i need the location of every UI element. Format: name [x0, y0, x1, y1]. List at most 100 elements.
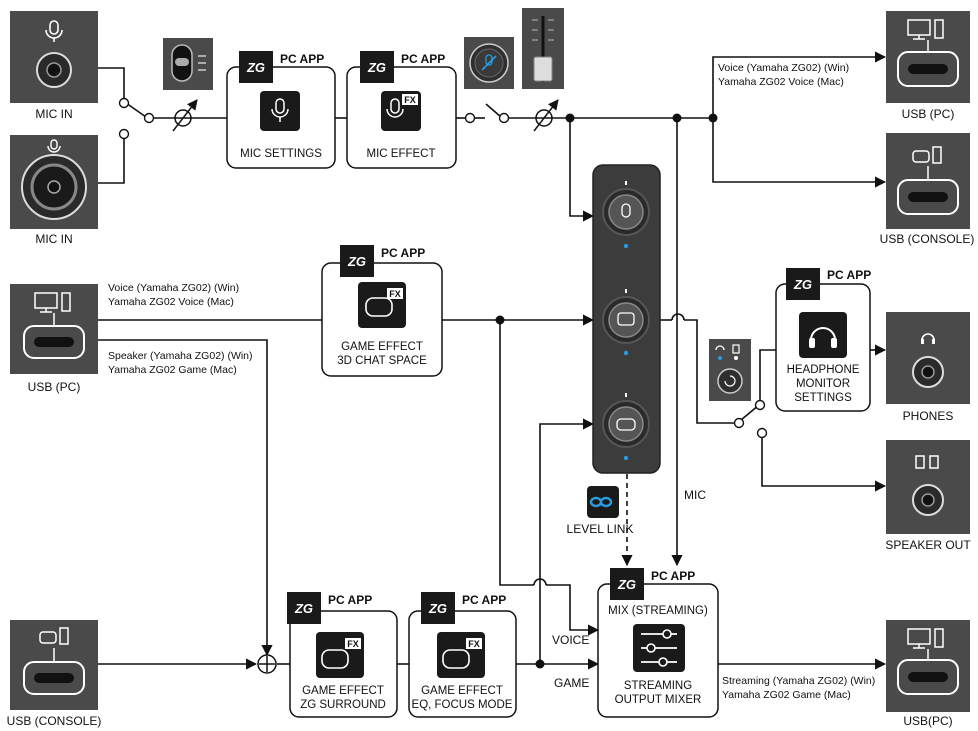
headphone-settings-label-3: SETTINGS — [794, 392, 852, 404]
block-frames — [226, 66, 871, 718]
usb-pc-streaming-label: USB(PC) — [903, 714, 953, 728]
usb-pc-output-panel — [886, 11, 970, 103]
computer-icon — [34, 292, 71, 313]
speaker-out-label: SPEAKER OUT — [885, 538, 971, 552]
zg-badge-icon: ZG — [360, 51, 394, 83]
connection-lines — [98, 51, 887, 670]
level-link-icon — [587, 486, 619, 518]
phones-output-panel — [886, 312, 970, 404]
game-effect-3d-label-1: GAME EFFECT — [341, 341, 423, 353]
phones-label: PHONES — [902, 409, 954, 423]
gamepad-fx-icon: FX — [316, 632, 364, 678]
svg-text:ZG: ZG — [428, 601, 447, 616]
headphone-settings-label-2: MONITOR — [795, 378, 851, 390]
svg-text:FX: FX — [404, 95, 416, 105]
svg-text:ZG: ZG — [347, 254, 366, 269]
streaming-signal-1: Streaming (Yamaha ZG02) (Win) — [722, 675, 876, 687]
svg-text:FX: FX — [389, 289, 401, 299]
zg-badge-icon: ZG — [287, 592, 321, 624]
svg-text:ZG: ZG — [367, 60, 386, 75]
voice-chat-volume-knob — [602, 289, 650, 356]
usb-pc-streaming-output-panel — [886, 620, 970, 712]
monitor-toggle-icon — [709, 339, 751, 401]
streaming-signal-2: Yamaha ZG02 Game (Mac) — [722, 689, 851, 701]
voice-signal-label: VOICE — [552, 633, 590, 647]
console-icon — [39, 627, 69, 645]
speakers-icon — [915, 455, 939, 469]
gamepad-fx-icon: FX — [437, 632, 485, 678]
voice-in-signal-2: Yamaha ZG02 Voice (Mac) — [108, 296, 234, 308]
svg-text:ZG: ZG — [793, 277, 812, 292]
mic-mute-button-icon — [464, 37, 514, 89]
svg-text:ZG: ZG — [246, 60, 265, 75]
zg-surround-label-1: GAME EFFECT — [302, 685, 384, 697]
mic-in-jack-panel — [10, 11, 98, 103]
junction-dots — [495, 113, 718, 669]
mic-in-label: MIC IN — [35, 107, 73, 121]
mic-fader-icon — [522, 8, 564, 89]
pc-app-label: PC APP — [462, 593, 507, 607]
microphone-icon — [45, 20, 63, 42]
game-effect-3d-label-2: 3D CHAT SPACE — [337, 355, 427, 367]
mic-gain-switch-icon — [163, 38, 213, 90]
pc-app-label: PC APP — [401, 52, 446, 66]
usb-console-output-label: USB (CONSOLE) — [879, 232, 975, 246]
svg-text:FX: FX — [347, 639, 359, 649]
zg-badge-icon: ZG — [786, 268, 820, 300]
svg-text:ZG: ZG — [617, 577, 636, 592]
game-signal-label: GAME — [554, 676, 590, 690]
volume-knob-strip — [592, 164, 661, 474]
mixer-sliders-icon — [633, 624, 685, 672]
zg-surround-label-2: ZG SURROUND — [300, 699, 386, 711]
game-volume-knob — [602, 393, 650, 461]
microphone-fx-icon: FX — [381, 91, 421, 131]
console-icon — [912, 146, 942, 164]
mixer-label-1: STREAMING — [623, 680, 693, 692]
switch-contacts — [118, 97, 768, 439]
summing-junction — [257, 654, 277, 674]
speaker-out-panel — [886, 440, 970, 534]
mix-streaming-title: MIX (STREAMING) — [608, 605, 708, 617]
mic-effect-label: MIC EFFECT — [366, 148, 436, 160]
headphones-icon — [921, 333, 935, 341]
speaker-in-signal-2: Yamaha ZG02 Game (Mac) — [108, 364, 237, 376]
pc-app-label: PC APP — [280, 52, 325, 66]
zg-badge-icon: ZG — [340, 245, 374, 277]
microphone-icon — [621, 203, 631, 218]
svg-text:ZG: ZG — [294, 601, 313, 616]
mic-settings-label: MIC SETTINGS — [240, 148, 322, 160]
level-link-label: LEVEL LINK — [566, 522, 634, 536]
gamepad-fx-icon: FX — [358, 282, 406, 328]
microphone-icon — [260, 91, 300, 131]
pc-app-label: PC APP — [651, 569, 696, 583]
voice-in-signal-1: Voice (Yamaha ZG02) (Win) — [108, 282, 240, 294]
mic-in-xlr-label: MIC IN — [35, 232, 73, 246]
zg-badge-icon: ZG — [239, 51, 273, 83]
usb-console-input-panel — [10, 620, 98, 710]
mic-volume-knob — [602, 181, 650, 249]
mic-in-xlr-panel — [10, 135, 98, 229]
zg-badge-icon: ZG — [610, 568, 644, 600]
usb-pc-input-label: USB (PC) — [27, 380, 81, 394]
mixer-label-2: OUTPUT MIXER — [614, 694, 702, 706]
block-icons: FX FX FX FX — [260, 91, 847, 678]
voice-out-signal-1: Voice (Yamaha ZG02) (Win) — [718, 62, 850, 74]
usb-pc-output-label: USB (PC) — [901, 107, 955, 121]
pc-app-label: PC APP — [827, 268, 872, 282]
svg-text:FX: FX — [468, 639, 480, 649]
zg-badge-icon: ZG — [421, 592, 455, 624]
computer-icon — [907, 628, 944, 649]
usb-console-output-panel — [886, 133, 970, 229]
pc-app-label: PC APP — [381, 246, 426, 260]
usb-console-input-label: USB (CONSOLE) — [6, 714, 102, 728]
usb-pc-input-panel — [10, 284, 98, 374]
eq-focus-label-2: EQ, FOCUS MODE — [411, 699, 513, 711]
phase-icon — [172, 99, 559, 132]
gamepad-icon — [616, 418, 636, 431]
voice-out-signal-2: Yamaha ZG02 Voice (Mac) — [718, 76, 844, 88]
speaker-in-signal-1: Speaker (Yamaha ZG02) (Win) — [108, 350, 253, 362]
headphones-icon — [799, 312, 847, 358]
computer-icon — [907, 19, 944, 40]
zg-badges: ZG ZG ZG ZG ZG ZG ZG — [239, 51, 820, 624]
chat-bubble-icon — [617, 312, 635, 326]
